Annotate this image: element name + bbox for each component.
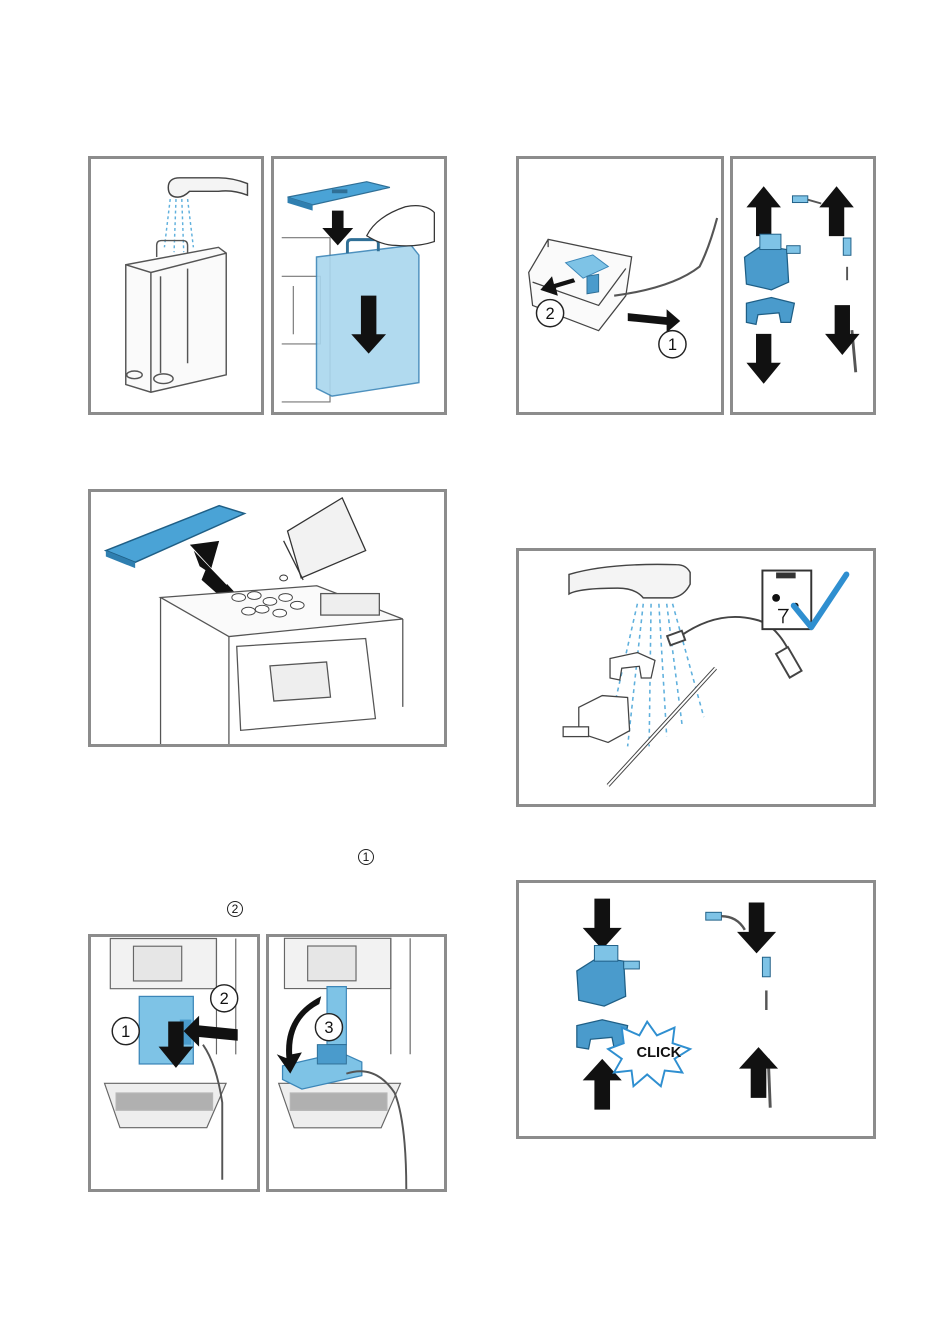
step-marker-2: 2: [227, 901, 243, 917]
hose-outline: [608, 617, 801, 786]
label-2b: 2: [545, 305, 554, 323]
arrow-up-icon-2: [819, 186, 854, 236]
faucet-icon-2: [569, 564, 690, 597]
water-tank-lid: [288, 182, 390, 211]
label-2: 2: [220, 990, 229, 1008]
panel-insert-water-tank: [271, 156, 447, 415]
panel-reassemble-parts: CLICK: [516, 880, 876, 1139]
panel-rinse-water-tank: [88, 156, 264, 415]
faucet-icon: [168, 178, 247, 197]
coffee-pouch-icon: [280, 498, 366, 581]
label-3: 3: [324, 1019, 333, 1037]
arrow-down-icon-4: [746, 334, 781, 384]
panel-remove-valve-housing: 1 2: [88, 934, 260, 1192]
arrow-down-icon-6: [583, 899, 622, 950]
valve-parts-outline: [563, 653, 655, 743]
panel-bean-container: [88, 489, 447, 747]
water-stream: [164, 199, 193, 252]
click-label: CLICK: [637, 1045, 682, 1061]
water-tank: [126, 241, 226, 393]
arrow-up-icon-3: [583, 1059, 622, 1110]
bean-container-lid: [106, 506, 245, 569]
arrow-up-icon: [746, 186, 781, 236]
panel-fold-valve-housing: 3: [266, 934, 447, 1192]
arrow-right-icon: [628, 309, 680, 332]
valve-bottom-part: [746, 297, 794, 324]
label-1b: 1: [668, 336, 677, 354]
hand-icon: [367, 206, 435, 246]
valve-top-part-2: [577, 946, 640, 1007]
panel-detach-hose: 2 1: [516, 156, 724, 415]
panel-disassemble-parts: [730, 156, 876, 415]
label-1: 1: [121, 1023, 130, 1041]
arrow-up-icon-4: [739, 1047, 778, 1098]
step-marker-1: 1: [358, 849, 374, 865]
valve-top-part: [745, 234, 801, 290]
panel-rinse-parts: [516, 548, 876, 807]
